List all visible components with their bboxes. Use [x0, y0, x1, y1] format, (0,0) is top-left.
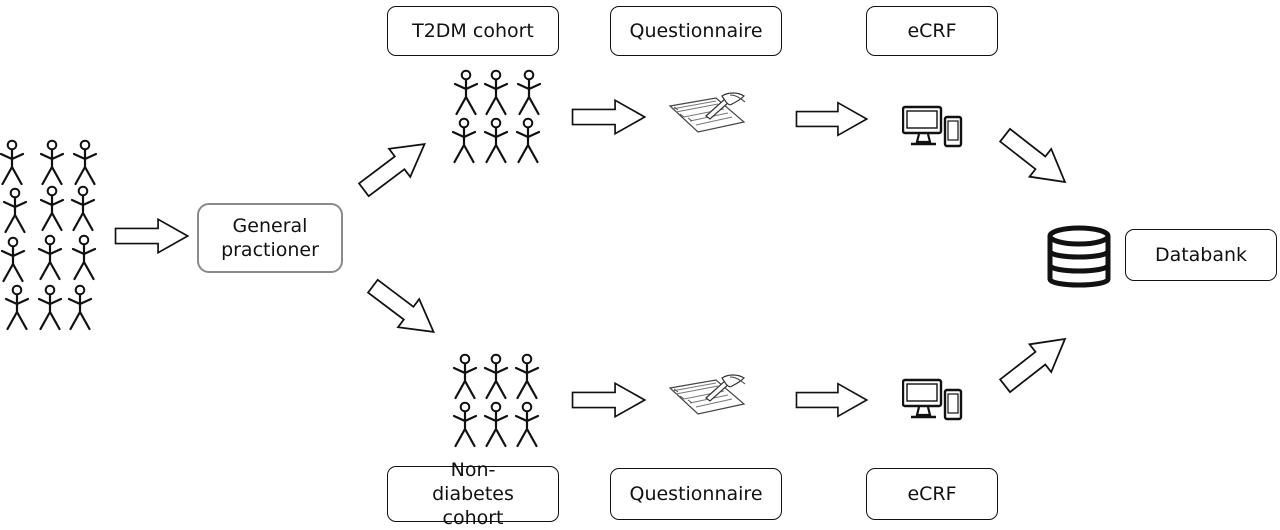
form-icon-bottom [669, 374, 746, 415]
general-practitioner-box: General practioner [197, 203, 343, 273]
non-diabetes-cohort-icon-group [452, 353, 540, 448]
ecrf-bottom-box: eCRF [866, 468, 998, 520]
arrow-t2dm-to-questionnaire [571, 99, 646, 135]
arrow-ecrf-bottom-to-databank [993, 323, 1078, 401]
t2dm-cohort-icon-group [451, 69, 542, 164]
arrow-questionnaire-to-ecrf-bottom [795, 382, 868, 418]
questionnaire-bottom-box: Questionnaire [610, 468, 782, 520]
databank-box: Databank [1125, 229, 1277, 281]
arrow-ecrf-top-to-databank [993, 120, 1078, 198]
form-icon-top [669, 92, 746, 133]
device-icon-top [902, 105, 963, 148]
population-icon-group [0, 139, 98, 331]
arrow-questionnaire-to-ecrf-top [795, 101, 868, 137]
database-icon [1047, 225, 1111, 288]
ecrf-top-box: eCRF [866, 6, 998, 56]
non-diabetes-cohort-box: Non-diabetes cohort [387, 459, 559, 529]
questionnaire-top-box: Questionnaire [610, 6, 782, 56]
arrow-gp-to-non-diabetes [361, 270, 446, 348]
arrow-non-diabetes-to-questionnaire [571, 382, 646, 418]
t2dm-cohort-box: T2DM cohort [387, 6, 559, 56]
device-icon-bottom [902, 378, 963, 421]
arrow-population-to-gp [114, 218, 189, 254]
arrow-gp-to-t2dm [352, 128, 437, 206]
